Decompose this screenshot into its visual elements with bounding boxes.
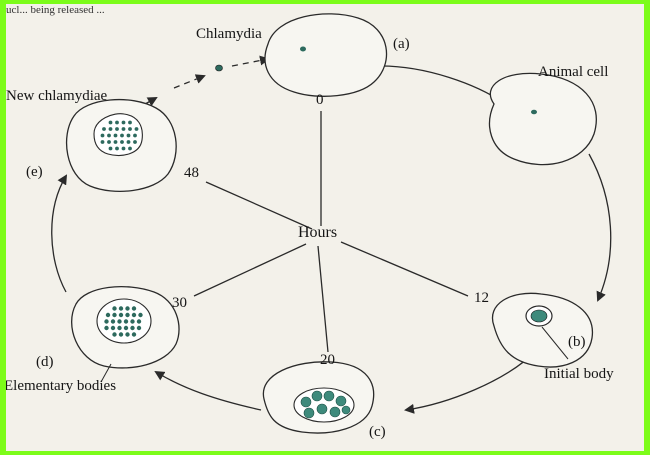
body-dot (113, 140, 118, 144)
body-dot (108, 146, 113, 151)
body-dot (110, 325, 116, 331)
hour-tick-48: 48 (184, 165, 199, 181)
body-dot (130, 325, 135, 331)
body-dot (125, 332, 130, 337)
cell-b (491, 292, 594, 368)
body-dot (131, 312, 137, 318)
body-dot (115, 146, 119, 151)
stage-c-label: (c) (369, 424, 386, 440)
stage-b-label: (b) (568, 334, 586, 350)
body-dot (120, 133, 124, 138)
body-dot (120, 140, 124, 144)
body-dot (117, 319, 122, 324)
body-dot (128, 146, 132, 151)
hour-tick-20: 20 (320, 352, 335, 368)
body-dot (107, 140, 111, 144)
body-dot (118, 332, 124, 337)
body-dot (105, 312, 111, 318)
body-dot (130, 319, 135, 324)
initial-body-core (530, 309, 548, 323)
body-dot (113, 133, 118, 138)
body-dot (112, 306, 117, 311)
label-elementary-bodies: Elementary bodies (6, 378, 117, 394)
body-dot (128, 127, 132, 131)
body-dot (125, 306, 130, 311)
body-dot (108, 127, 113, 131)
background-text: ucl... being released ... (6, 4, 644, 451)
body-dot (125, 312, 130, 318)
textbook-page: ucl... being released ... (6, 4, 644, 451)
body-dot (117, 325, 122, 331)
body-dot (112, 312, 117, 318)
chlamydia-dot-a (300, 46, 306, 52)
label-initial-body: Initial body (544, 366, 614, 382)
life-cycle-diagram (51, 13, 612, 434)
stage-d-label: (d) (36, 354, 54, 370)
body-dot (115, 120, 119, 125)
chlamydia-dot-animal-cell (531, 109, 537, 115)
page-header-fragment: ucl... being released ... (6, 4, 105, 16)
label-pointers (100, 326, 569, 383)
body-dot (110, 319, 116, 324)
body-dot (112, 332, 117, 337)
reticulate-bodies (300, 390, 351, 419)
body-dot (134, 127, 139, 131)
label-animal-cell: Animal cell (538, 64, 609, 80)
body-dot (126, 133, 131, 138)
elementary-bodies-dots (104, 306, 143, 337)
stage-a-label: (a) (393, 36, 410, 52)
body-dot (136, 319, 142, 324)
body-dot (126, 140, 131, 144)
animal-cell (488, 72, 597, 166)
stage-e-label: (e) (26, 164, 43, 180)
chlamydia-dot-free (215, 64, 223, 72)
body-dot (118, 312, 124, 318)
body-dot (123, 325, 129, 331)
hour-spokes (193, 111, 469, 353)
body-dot (128, 120, 132, 125)
new-chlamydiae-dots (100, 120, 139, 151)
body-dot (131, 306, 137, 311)
body-dot (136, 325, 142, 331)
body-dot (133, 133, 137, 138)
body-dot (121, 127, 126, 131)
body-dot (100, 133, 105, 138)
body-dot (123, 319, 129, 324)
body-dot (133, 140, 137, 144)
hour-tick-30: 30 (172, 295, 187, 311)
hour-tick-12: 12 (474, 290, 489, 306)
label-hours: Hours (298, 224, 338, 241)
label-new-chlamydiae: New chlamydiae (6, 88, 108, 104)
body-dot (121, 120, 126, 125)
body-dot (102, 127, 106, 131)
cell-a (264, 13, 388, 97)
body-dot (131, 332, 137, 337)
body-dot (100, 140, 105, 144)
body-dot (138, 312, 143, 318)
body-dot (104, 325, 109, 331)
body-dot (118, 306, 124, 311)
body-dot (107, 133, 111, 138)
label-chlamydia: Chlamydia (196, 26, 262, 42)
hour-tick-0: 0 (316, 92, 324, 108)
body-dot (121, 146, 126, 151)
body-dot (108, 120, 113, 125)
body-dot (115, 127, 119, 131)
body-dot (104, 319, 109, 324)
